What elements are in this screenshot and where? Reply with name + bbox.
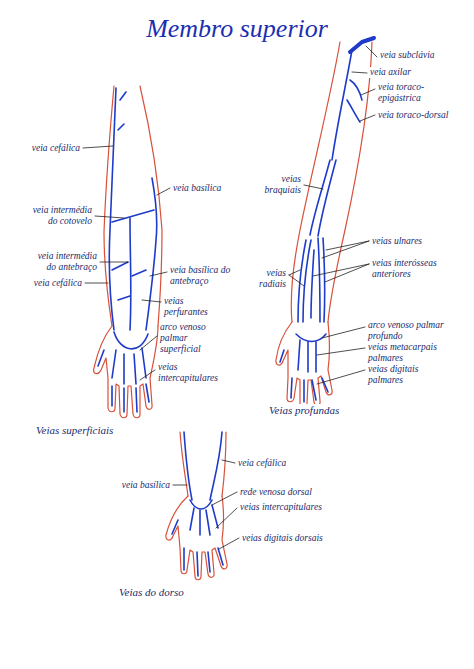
vein-label: veia basílica <box>121 480 171 491</box>
vein-label: veias braquiais <box>254 174 302 196</box>
vein-label: veia basílica do antebraço <box>169 265 233 287</box>
vein-label: veias intercapitulares <box>239 502 323 513</box>
leader-line <box>83 46 377 549</box>
vein-label: veia axilar <box>369 67 412 78</box>
vein-label: arco venoso palmar superficial <box>159 322 223 355</box>
vein-label: veia cefálica <box>33 278 83 289</box>
vein-label: rede venosa dorsal <box>239 487 313 498</box>
vein-label: veia intermédia do antebraço <box>26 251 98 273</box>
vein-label: veia toraco-dorsal <box>377 110 449 121</box>
page-title: Membro superior <box>0 14 474 44</box>
figure-caption: Veias do dorso <box>118 586 185 599</box>
limb-outline <box>94 42 372 580</box>
vein-label: veias ulnares <box>371 236 423 247</box>
vein-label: arco venoso palmar profundo <box>367 320 449 342</box>
vein-label: veia basílica <box>172 183 222 194</box>
vein-label: veias digitais dorsais <box>241 533 324 544</box>
vein-label: veia toraco-epigástrica <box>377 82 443 104</box>
vein-label: veia cefálica <box>237 458 287 469</box>
figure-caption: Veias superficiais <box>35 424 114 437</box>
vein-label: veias perfurantes <box>163 296 213 318</box>
vein-drawing <box>98 38 374 576</box>
figure-caption: Veias profundas <box>268 404 340 417</box>
vein-label: veias intercapitulares <box>157 362 231 384</box>
vein-label: veia cefálica <box>31 143 81 154</box>
vein-label: veias radiais <box>245 268 287 290</box>
vein-label: veia subclávia <box>379 50 436 61</box>
vein-label: veia intermédia do cotovelo <box>25 205 93 227</box>
vein-label: veias interósseas anteriores <box>371 258 445 280</box>
vein-label: veias metacarpais palmares <box>367 342 449 364</box>
vein-label: veias digitais palmares <box>367 364 449 386</box>
